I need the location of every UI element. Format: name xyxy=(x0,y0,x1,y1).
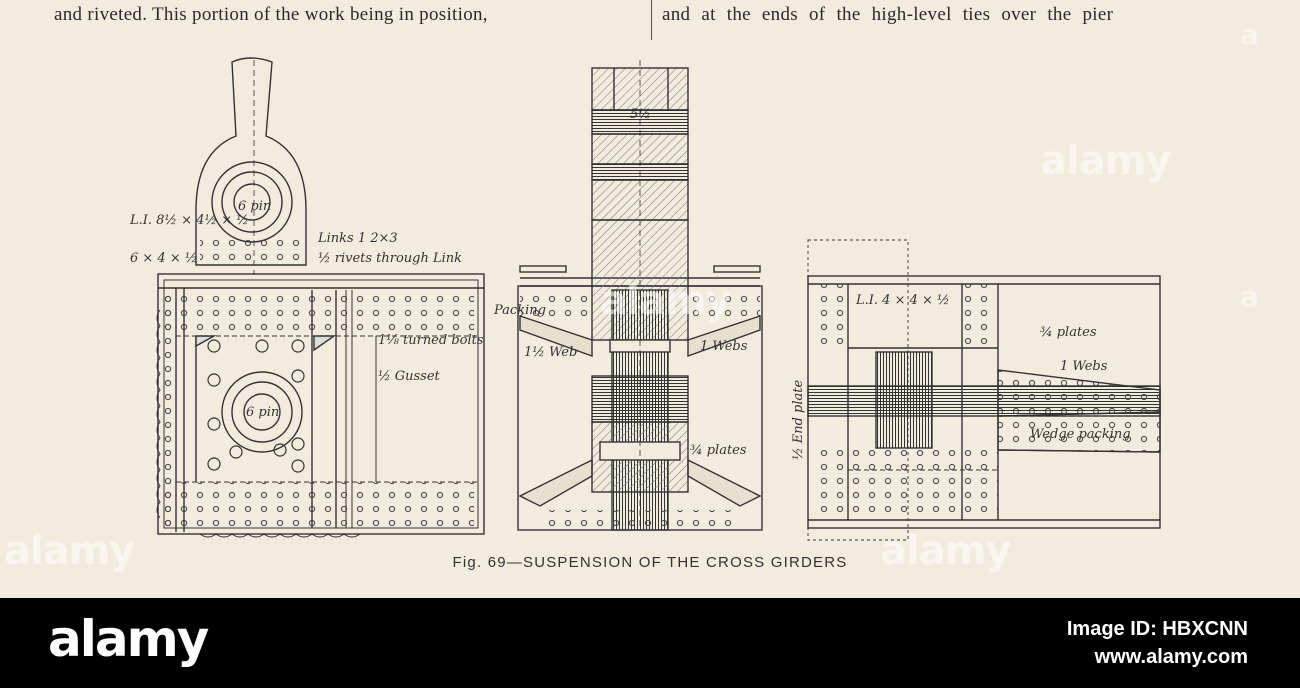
label-gusset: ½ Gusset xyxy=(378,369,441,384)
watermark-logo: alamy xyxy=(4,528,135,574)
label-web-left: 1½ Web xyxy=(524,345,577,360)
watermark-mark: a xyxy=(1240,280,1259,313)
watermark-mark: a xyxy=(1240,18,1259,51)
middle-view xyxy=(517,60,763,531)
watermark-logo: alamy xyxy=(880,528,1011,574)
label-turned-bolts: 1⅛ turned bolts xyxy=(378,333,484,348)
label-angle-right: L.I. 4 × 4 × ½ xyxy=(855,293,950,308)
label-dim-top: 5½ xyxy=(630,107,651,122)
footer-logo: alamy xyxy=(48,610,209,668)
label-links: Links 1 2×3 xyxy=(317,231,398,246)
left-view xyxy=(156,57,485,538)
right-view xyxy=(807,239,1161,541)
label-pin-bottom: 6 pin xyxy=(246,405,279,420)
body-text-left: and riveted. This portion of the work be… xyxy=(54,4,488,25)
site-url: www.alamy.com xyxy=(1094,646,1248,668)
label-end-plate: ½ End plate xyxy=(791,379,806,460)
scanned-page: and riveted. This portion of the work be… xyxy=(0,0,1300,598)
label-angle-left: L.I. 8½ × 4½ × ½ xyxy=(129,213,249,228)
label-webs-mid: 1 Webs xyxy=(700,339,748,354)
watermark-logo: alamy xyxy=(1040,138,1171,184)
figure-caption: Fig. 69—SUSPENSION OF THE CROSS GIRDERS xyxy=(452,554,848,571)
label-packing: Packing xyxy=(493,303,546,318)
label-angle-small: 6 × 4 × ½ xyxy=(130,251,197,266)
body-text-right: and at the ends of the high-level ties o… xyxy=(662,4,1114,25)
engineering-figure: L.I. 8½ × 4½ × ½ 6 × 4 × ½ 6 pin Links 1… xyxy=(129,57,1161,541)
label-webs-right: 1 Webs xyxy=(1060,359,1108,374)
watermark-logo: alamy xyxy=(600,278,731,324)
column-divider xyxy=(651,0,652,40)
image-id: Image ID: HBXCNN xyxy=(1066,618,1248,640)
label-wedge: Wedge packing xyxy=(1030,427,1131,442)
label-plates-right: ¾ plates xyxy=(1040,325,1097,340)
label-rivets: ½ rivets through Link xyxy=(318,251,462,266)
label-pin-top: 6 pin xyxy=(238,199,271,214)
stock-footer: alamy Image ID: HBXCNN www.alamy.com xyxy=(0,598,1300,688)
label-plates-mid: ¾ plates xyxy=(690,443,747,458)
